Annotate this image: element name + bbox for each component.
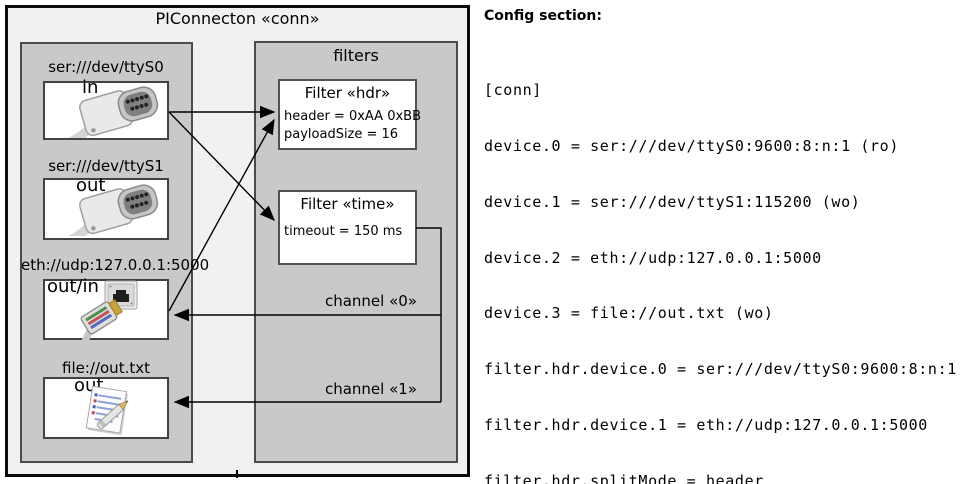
config-line: device.3 = file://out.txt (wo)	[484, 304, 774, 323]
config-line: [conn]	[484, 81, 542, 100]
serial-connector-icon	[66, 184, 159, 236]
config-line: filter.hdr.device.1 = eth://udp:127.0.0.…	[484, 415, 928, 434]
config-line: filter.hdr.splitMode = header	[484, 471, 764, 484]
serial-connector-icon	[66, 86, 159, 138]
filter-hdr-prop-payloadsize: payloadSize = 16	[284, 127, 399, 142]
pencil-icon	[96, 400, 129, 430]
channel-0-label: channel «0»	[324, 292, 417, 310]
filter-hdr-box	[278, 79, 417, 150]
device-ttys1-mode-label: out	[76, 175, 106, 196]
filter-hdr-prop-header: header = 0xAA 0xBB	[284, 109, 422, 124]
device-ttys1-label: ser:///dev/ttyS1	[48, 157, 164, 175]
device-eth-label: eth://udp:127.0.0.1:5000	[21, 256, 210, 274]
filters-panel-title: filters	[333, 46, 379, 65]
config-line: device.2 = eth://udp:127.0.0.1:5000	[484, 248, 822, 267]
diagram-title: PIConnecton «conn»	[155, 9, 320, 28]
config-text: [conn] device.0 = ser:///dev/ttyS0:9600:…	[484, 44, 964, 484]
filter-time-title: Filter «time»	[300, 195, 395, 213]
filter-time-prop-timeout: timeout = 150 ms	[284, 224, 403, 239]
config-line: filter.hdr.device.0 = ser:///dev/ttyS0:9…	[484, 360, 957, 379]
notepad-icon	[85, 386, 129, 436]
ethernet-plug-icon	[80, 299, 123, 340]
device-ttys0-mode-label: in	[82, 77, 99, 98]
device-ttys0-label: ser:///dev/ttyS0	[48, 58, 164, 76]
config-line: device.0 = ser:///dev/ttyS0:9600:8:n:1 (…	[484, 136, 899, 155]
config-section-heading: Config section:	[484, 8, 602, 24]
config-line: device.1 = ser:///dev/ttyS1:115200 (wo)	[484, 192, 861, 211]
device-eth-mode-label: out/in	[47, 276, 99, 297]
device-file-label: file://out.txt	[62, 359, 150, 377]
filter-hdr-title: Filter «hdr»	[304, 84, 391, 102]
filter-time-box	[278, 190, 417, 265]
channel-1-label: channel «1»	[324, 380, 417, 398]
